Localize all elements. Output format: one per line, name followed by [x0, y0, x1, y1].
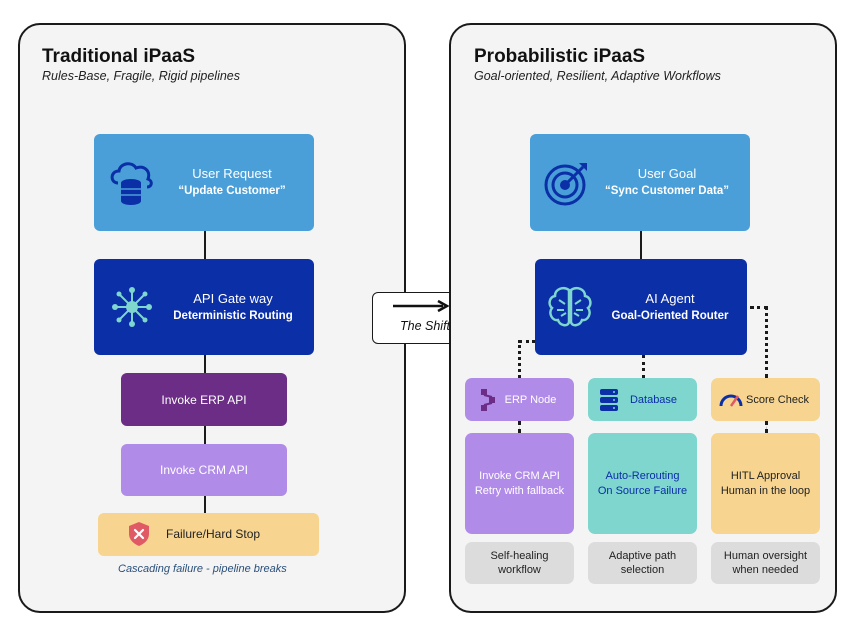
dotted-connector: [750, 306, 768, 309]
connector-crm-failure: [204, 496, 206, 514]
dotted-connector: [518, 421, 521, 433]
score-check-detail-box: HITL Approval Human in the loop: [711, 433, 820, 534]
cloud-database-icon: [110, 162, 153, 205]
dotted-connector: [765, 306, 768, 378]
flow-icon: [481, 389, 495, 411]
erp-node-outcome-line1: Self-healing: [490, 550, 549, 562]
invoke-crm-box: Invoke CRM API: [121, 444, 287, 496]
api-gateway-box: API Gate way Deterministic Routing: [94, 259, 314, 355]
database-node-label: Database: [629, 393, 678, 406]
connector-gateway-erp: [204, 355, 206, 373]
connector-erp-crm: [204, 426, 206, 444]
erp-node-detail-line1: Invoke CRM API: [479, 469, 560, 482]
target-icon: [544, 163, 587, 206]
dotted-connector: [519, 340, 535, 343]
erp-node-outcome-box: Self-healing workflow: [465, 542, 574, 584]
database-node-box: Database: [588, 378, 697, 421]
database-node-outcome-box: Adaptive path selection: [588, 542, 697, 584]
dotted-connector: [765, 421, 768, 433]
score-check-detail-line2: Human in the loop: [720, 484, 811, 497]
database-node-outcome-line2: selection: [620, 564, 665, 576]
erp-node-label: ERP Node: [504, 393, 557, 406]
erp-node-detail-line2: Retry with fallback: [474, 484, 565, 497]
user-request-title: User Request: [192, 166, 272, 181]
user-goal-box: User Goal “Sync Customer Data”: [530, 134, 750, 231]
score-check-detail-line1: HITL Approval: [730, 469, 801, 482]
user-request-box: User Request “Update Customer”: [94, 134, 314, 231]
ai-agent-detail: Goal-Oriented Router: [611, 310, 729, 322]
network-hub-icon: [112, 287, 152, 327]
invoke-erp-box: Invoke ERP API: [121, 373, 287, 426]
right-panel-title: Probabilistic iPaaS: [474, 46, 646, 67]
failure-label: Failure/Hard Stop: [166, 527, 261, 541]
shift-label: The Shift: [399, 319, 451, 333]
erp-node-box: ERP Node: [465, 378, 574, 421]
left-panel-title: Traditional iPaaS: [42, 46, 196, 67]
failure-box: Failure/Hard Stop: [98, 513, 319, 556]
score-check-node-label: Score Check: [746, 393, 809, 406]
api-gateway-detail: Deterministic Routing: [173, 310, 293, 322]
connector-request-gateway: [204, 231, 206, 259]
score-check-outcome-line2: when needed: [732, 564, 799, 576]
database-node-detail-line2: On Source Failure: [597, 484, 688, 497]
brain-icon: [548, 287, 592, 327]
gauge-icon: [719, 394, 743, 407]
database-node-detail-box: Auto-Rerouting On Source Failure: [588, 433, 697, 534]
dotted-connector: [642, 355, 645, 378]
erp-node-outcome-line2: workflow: [498, 564, 541, 576]
api-gateway-title: API Gate way: [193, 291, 273, 306]
dotted-connector: [518, 340, 521, 378]
user-request-detail: “Update Customer”: [178, 185, 286, 197]
score-check-node-box: Score Check: [711, 378, 820, 421]
erp-node-detail-box: Invoke CRM API Retry with fallback: [465, 433, 574, 534]
score-check-outcome-box: Human oversight when needed: [711, 542, 820, 584]
database-icon: [600, 389, 618, 411]
connector-goal-agent: [640, 231, 642, 259]
ai-agent-title: AI Agent: [645, 291, 695, 306]
ai-agent-box: AI Agent Goal-Oriented Router: [535, 259, 747, 355]
arrow-right-icon: [393, 299, 450, 313]
user-goal-detail: “Sync Customer Data”: [605, 185, 729, 197]
left-caption: Cascading failure - pipeline breaks: [118, 563, 287, 575]
database-node-detail-line1: Auto-Rerouting: [605, 469, 680, 482]
shield-x-icon: [129, 522, 149, 546]
score-check-outcome-line1: Human oversight: [723, 550, 808, 562]
invoke-crm-label: Invoke CRM API: [159, 463, 249, 477]
left-panel-subtitle: Rules-Base, Fragile, Rigid pipelines: [42, 69, 241, 83]
user-goal-title: User Goal: [637, 166, 697, 181]
right-panel-subtitle: Goal-oriented, Resilient, Adaptive Workf…: [474, 69, 721, 83]
database-node-outcome-line1: Adaptive path: [608, 550, 677, 562]
invoke-erp-label: Invoke ERP API: [161, 392, 247, 407]
